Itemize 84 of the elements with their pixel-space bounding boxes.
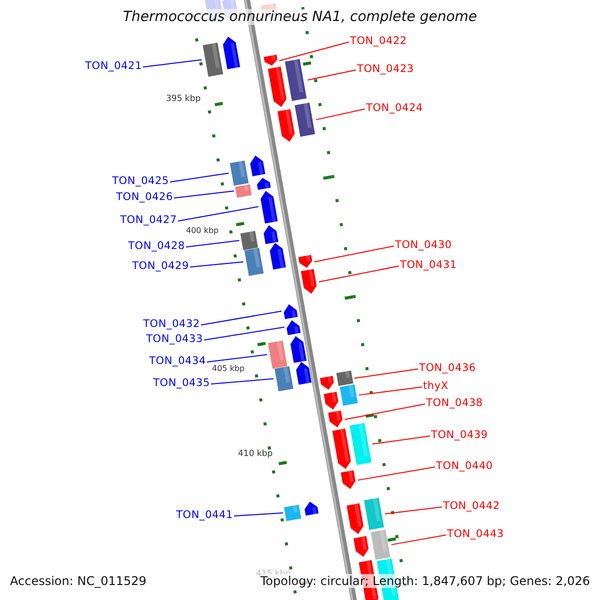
gene-label: TON_0433 bbox=[146, 333, 203, 345]
leader-line bbox=[354, 368, 418, 379]
gene-block bbox=[304, 502, 319, 516]
leader-line bbox=[170, 172, 230, 182]
leader-line bbox=[372, 436, 430, 445]
gene-block bbox=[235, 184, 252, 198]
gene-block bbox=[336, 370, 354, 386]
gene-label: TON_0426 bbox=[116, 191, 173, 203]
leader-line bbox=[210, 378, 274, 384]
gene-block bbox=[296, 362, 312, 385]
gene-block bbox=[286, 320, 301, 336]
leader-line bbox=[142, 59, 202, 68]
gene-block bbox=[284, 504, 302, 522]
gene-block bbox=[250, 155, 266, 176]
gene-block bbox=[278, 109, 295, 142]
leader-line bbox=[307, 70, 356, 81]
gene-block bbox=[274, 366, 294, 392]
leader-line bbox=[206, 354, 268, 362]
gene-block bbox=[298, 254, 312, 268]
leader-line bbox=[204, 326, 285, 340]
leader-line bbox=[174, 190, 235, 198]
gene-block bbox=[346, 503, 364, 534]
gene-label: TON_0421 bbox=[85, 60, 142, 72]
leader-line bbox=[178, 206, 259, 222]
leader-line bbox=[186, 240, 240, 248]
leader-line bbox=[314, 246, 394, 262]
leader-line bbox=[318, 266, 400, 282]
gene-label: TON_0432 bbox=[143, 318, 200, 330]
gene-label: TON_0440 bbox=[436, 460, 493, 472]
gene-block bbox=[294, 102, 316, 137]
gene-label: TON_0428 bbox=[128, 240, 185, 252]
gene-block bbox=[268, 340, 288, 369]
gene-block bbox=[364, 498, 384, 530]
scale-label: 395 kbp bbox=[166, 94, 201, 104]
gene-block bbox=[350, 423, 372, 466]
leader-line bbox=[190, 261, 244, 268]
leader-line bbox=[278, 42, 350, 62]
gene-block bbox=[256, 178, 271, 190]
gene-block bbox=[340, 470, 356, 490]
gene-label: TON_0442 bbox=[443, 500, 500, 512]
gene-label: TON_0430 bbox=[395, 239, 452, 251]
gene-label: TON_0422 bbox=[350, 35, 407, 47]
gene-block bbox=[222, 36, 240, 70]
gene-block bbox=[353, 536, 369, 557]
gene-label: TON_0425 bbox=[112, 175, 169, 187]
leader-line bbox=[390, 534, 446, 546]
gene-label: TON_0427 bbox=[120, 214, 177, 226]
scale-label: 400 kbp bbox=[186, 226, 219, 235]
gene-label: TON_0429 bbox=[132, 260, 189, 272]
gene-label: TON_0424 bbox=[366, 102, 423, 114]
gene-block bbox=[202, 42, 224, 77]
gene-block bbox=[284, 304, 298, 320]
gene-block bbox=[320, 376, 334, 390]
gene-label: TON_0436 bbox=[419, 362, 476, 374]
gene-block bbox=[324, 392, 338, 410]
scale-label: 410 kbp bbox=[238, 449, 273, 459]
gene-label: TON_0423 bbox=[357, 63, 414, 75]
leader-line bbox=[384, 506, 442, 514]
gene-label: TON_0439 bbox=[431, 429, 488, 441]
gene-block bbox=[270, 242, 286, 270]
gene-block bbox=[328, 410, 342, 428]
leader-line bbox=[357, 466, 436, 481]
gene-label: TON_0434 bbox=[149, 355, 206, 367]
gene-block bbox=[264, 54, 278, 66]
gene-label: thyX bbox=[423, 380, 448, 392]
gene-block bbox=[284, 59, 307, 102]
gene-block bbox=[370, 530, 390, 560]
leader-line bbox=[358, 386, 422, 396]
accession-text: Accession: NC_011529 bbox=[10, 574, 146, 588]
gene-block bbox=[264, 225, 278, 244]
gene-block bbox=[244, 248, 264, 276]
leader-line bbox=[344, 404, 426, 420]
scale-label: 405 kbp bbox=[212, 364, 245, 373]
gene-block bbox=[340, 384, 358, 406]
leader-line bbox=[234, 512, 284, 516]
gene-label: TON_0431 bbox=[400, 259, 457, 271]
leader-line bbox=[200, 310, 282, 326]
gene-label: TON_0435 bbox=[153, 377, 210, 389]
gene-block bbox=[240, 230, 258, 250]
leader-line bbox=[316, 108, 366, 120]
gene-block bbox=[230, 160, 249, 186]
gene-label: TON_0438 bbox=[426, 397, 483, 409]
gene-label: TON_0441 bbox=[176, 509, 233, 521]
gene-label: TON_0443 bbox=[447, 528, 504, 540]
